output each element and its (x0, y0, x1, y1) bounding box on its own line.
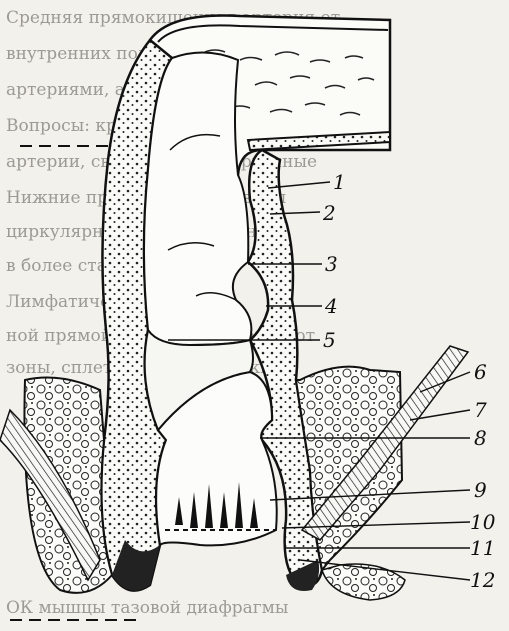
callout-8: 8 (474, 428, 487, 448)
callout-11: 11 (470, 538, 495, 558)
callout-6: 6 (474, 362, 487, 382)
callout-12: 12 (470, 570, 495, 590)
callout-2: 2 (323, 203, 336, 223)
callout-9: 9 (474, 480, 487, 500)
callout-1: 1 (333, 172, 346, 192)
callout-4: 4 (325, 296, 338, 316)
callout-3: 3 (325, 254, 338, 274)
callout-7: 7 (474, 400, 487, 420)
callout-5: 5 (323, 330, 336, 350)
callout-10: 10 (470, 512, 495, 532)
